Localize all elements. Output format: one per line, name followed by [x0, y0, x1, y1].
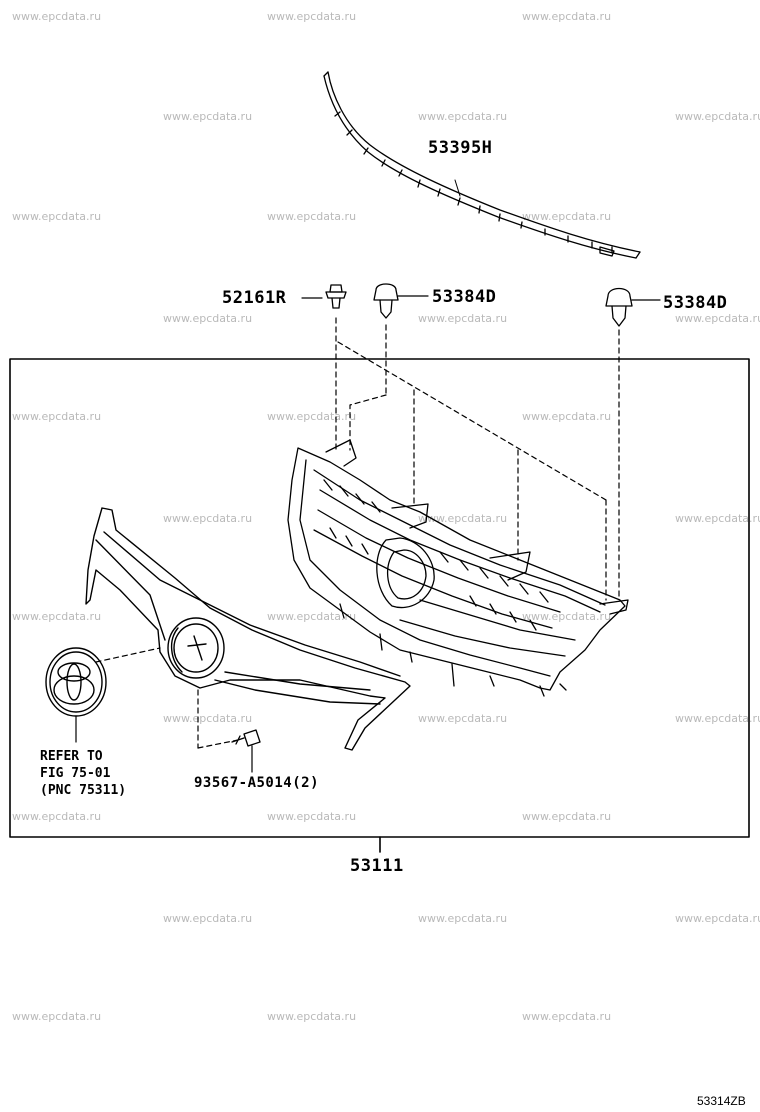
watermark: www.epcdata.ru [522, 1010, 612, 1023]
dashed-guides [95, 317, 620, 749]
watermark: www.epcdata.ru [418, 110, 508, 123]
watermark: www.epcdata.ru [418, 512, 508, 525]
watermark: www.epcdata.ru [675, 110, 760, 123]
watermark: www.epcdata.ru [12, 810, 102, 823]
retainer-left-part-number: 53384D [432, 287, 497, 307]
reference-line-2: FIG 75-01 [40, 766, 111, 781]
upper-molding [323, 71, 641, 259]
watermark: www.epcdata.ru [675, 712, 760, 725]
watermark: www.epcdata.ru [267, 1010, 357, 1023]
retainer-right [605, 287, 661, 327]
molding-part-number: 53395H [428, 138, 493, 158]
watermark: www.epcdata.ru [522, 610, 612, 623]
grille-front-panel [85, 507, 411, 751]
watermark: www.epcdata.ru [267, 610, 357, 623]
emblem [45, 647, 107, 743]
watermark: www.epcdata.ru [163, 712, 253, 725]
watermark: www.epcdata.ru [267, 810, 357, 823]
retainer-right-part-number: 53384D [663, 293, 728, 313]
watermark: www.epcdata.ru [522, 210, 612, 223]
watermark: www.epcdata.ru [267, 410, 357, 423]
watermark: www.epcdata.ru [12, 410, 102, 423]
watermark: www.epcdata.ru [163, 312, 253, 325]
screw [231, 729, 261, 773]
watermark: www.epcdata.ru [163, 110, 253, 123]
grille-assembly-part-number: 53111 [350, 856, 404, 876]
watermark: www.epcdata.ru [522, 10, 612, 23]
watermark: www.epcdata.ru [267, 210, 357, 223]
watermark: www.epcdata.ru [12, 210, 102, 223]
watermark: www.epcdata.ru [267, 10, 357, 23]
watermark: www.epcdata.ru [163, 512, 253, 525]
watermark: www.epcdata.ru [418, 712, 508, 725]
reference-line-1: REFER TO [40, 749, 103, 764]
screw-part-number: 93567-A5014(2) [194, 775, 320, 791]
watermark: www.epcdata.ru [163, 912, 253, 925]
watermark: www.epcdata.ru [675, 912, 760, 925]
clip-fastener [301, 284, 347, 309]
watermark: www.epcdata.ru [418, 912, 508, 925]
retainer-left [373, 283, 429, 319]
emblem-reference-note: REFER TO FIG 75-01 (PNC 75311) [40, 748, 126, 799]
watermark: www.epcdata.ru [12, 1010, 102, 1023]
watermark: www.epcdata.ru [522, 810, 612, 823]
watermark: www.epcdata.ru [675, 312, 760, 325]
reference-line-3: (PNC 75311) [40, 783, 127, 798]
watermark: www.epcdata.ru [675, 512, 760, 525]
watermark: www.epcdata.ru [418, 312, 508, 325]
grille-rear-structure [287, 439, 629, 697]
watermark: www.epcdata.ru [522, 410, 612, 423]
figure-id: 53314ZB [697, 1094, 746, 1108]
watermark: www.epcdata.ru [12, 10, 102, 23]
clip-part-number: 52161R [222, 288, 287, 308]
watermark: www.epcdata.ru [12, 610, 102, 623]
